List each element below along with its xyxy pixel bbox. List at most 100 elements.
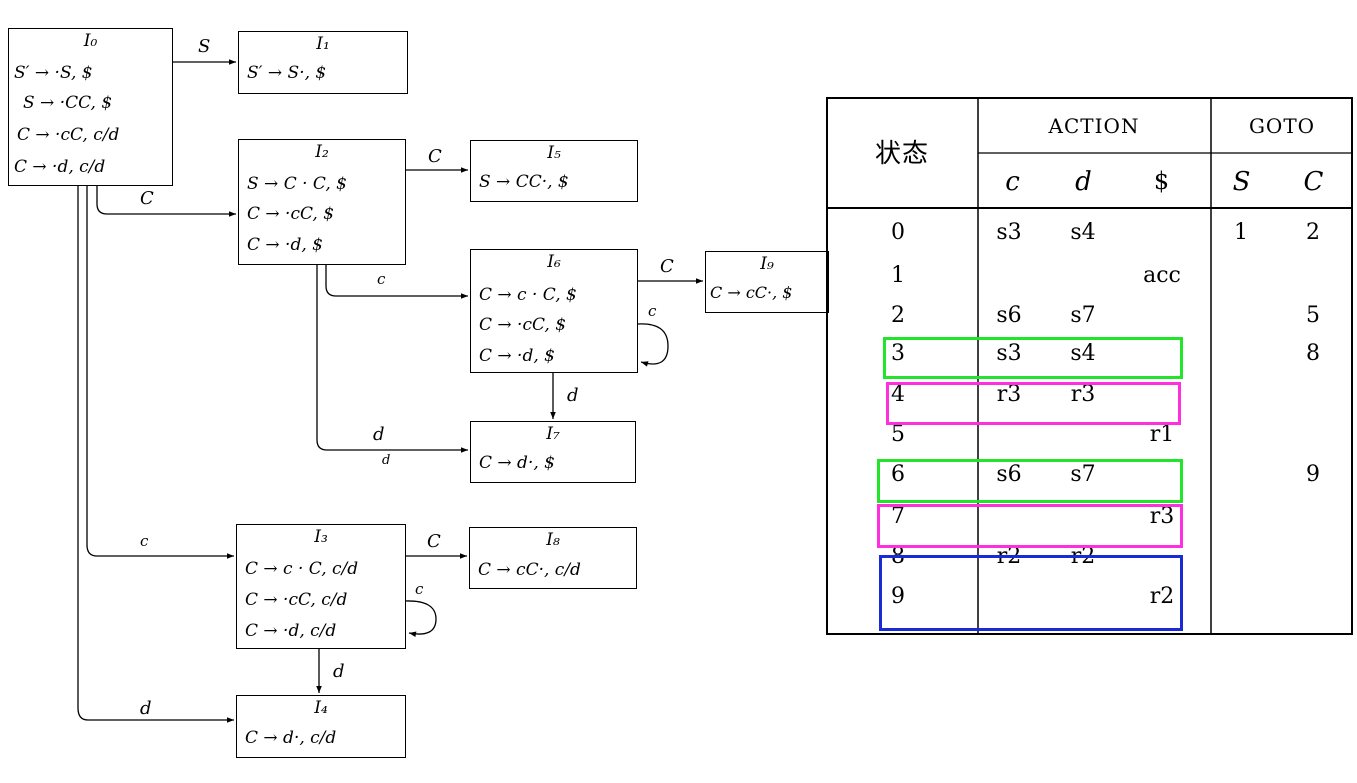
item-line: C → cC·, $ — [710, 283, 793, 302]
state-i9: I₉ C → cC·, $ — [705, 251, 829, 313]
item-line: C → ·d, c/d — [14, 157, 106, 177]
state-i1: I₁ S′ → S·, $ — [238, 31, 408, 94]
highlight-magenta-row7 — [877, 504, 1183, 548]
cell-action-d: s4 — [1070, 341, 1096, 366]
state-i0-title: I₀ — [83, 31, 98, 51]
item-line: C → d·, $ — [479, 453, 555, 473]
cell-action-d: s4 — [1070, 220, 1096, 245]
cell-state: 0 — [891, 220, 905, 245]
cell-state: 7 — [891, 504, 905, 529]
item-line: C → cC·, c/d — [478, 560, 581, 580]
state-i0: I₀ S′ → ·S, $ S → ·CC, $ C → ·cC, c/d C … — [8, 28, 173, 186]
item-line: C → ·cC, c/d — [245, 590, 348, 610]
item-line: C → d·, c/d — [245, 728, 337, 748]
state-i5: I₅ S → CC·, $ — [470, 140, 638, 202]
edge-label-i6-self: c — [648, 302, 657, 320]
item-set-diagram — [77, 59, 703, 723]
item-line: C → ·cC, c/d — [17, 125, 120, 145]
item-line: C → ·d, $ — [479, 346, 555, 366]
cell-action-dollar: acc — [1143, 263, 1181, 288]
item-line: C → ·cC, $ — [247, 204, 335, 224]
edge-i2-i6 — [325, 264, 468, 299]
cell-action-c: s3 — [996, 220, 1022, 245]
item-line: S → C · C, $ — [247, 174, 347, 194]
edge-label-i2-i5: C — [428, 146, 442, 167]
cell-goto-c: 5 — [1306, 303, 1320, 328]
cell-goto-c: 9 — [1306, 462, 1320, 487]
item-line: S′ → ·S, $ — [14, 63, 93, 83]
state-i2: I₂ S → C · C, $ C → ·cC, $ C → ·d, $ — [238, 139, 406, 265]
edge-i2-i7 — [316, 264, 468, 453]
cell-action-c: r3 — [996, 382, 1022, 407]
item-line: S → CC·, $ — [479, 172, 569, 192]
cell-action-c: s6 — [996, 462, 1022, 487]
cell-action-c: s6 — [996, 303, 1022, 328]
cell-action-d: s7 — [1070, 303, 1096, 328]
edge-label-i0-i2: C — [140, 188, 154, 209]
highlight-magenta-row4 — [886, 382, 1181, 425]
edge-label-i6-i9: C — [660, 256, 674, 277]
state-i3-title: I₃ — [314, 527, 328, 547]
state-i4-title: I₄ — [314, 698, 328, 718]
highlight-green-row6 — [877, 459, 1183, 503]
edge-label-i3-i8: C — [427, 531, 441, 552]
highlight-green-row3 — [883, 337, 1183, 379]
state-i2-title: I₂ — [315, 142, 329, 162]
cell-action-c: s3 — [996, 341, 1022, 366]
state-i4: I₄ C → d·, c/d — [236, 695, 406, 758]
edge-label-i3-i4: d — [333, 661, 345, 682]
cell-state: 5 — [891, 422, 905, 447]
cell-action-d: r3 — [1070, 382, 1096, 407]
action-col-c: c — [1005, 167, 1021, 197]
cell-state: 6 — [891, 462, 905, 487]
action-header: ACTION — [1048, 114, 1140, 138]
edge-label-i2-i7: d — [373, 424, 385, 445]
edge-i0-i2 — [96, 185, 236, 217]
parsing-table: 状态 ACTION GOTO c d $ S C 0 s3 s4 1 2 1 acc 2 s6 s… — [826, 97, 1353, 635]
action-col-dollar: $ — [1153, 167, 1171, 195]
item-line: C → ·d, $ — [247, 235, 323, 255]
item-line: S → ·CC, $ — [23, 93, 113, 113]
cell-action-dollar: r1 — [1149, 422, 1175, 447]
cell-goto-s: 1 — [1234, 220, 1248, 245]
state-i1-title: I₁ — [316, 34, 330, 54]
edge-label-i0-i3: c — [140, 532, 149, 550]
cell-goto-c: 2 — [1306, 220, 1320, 245]
item-line: S′ → S·, $ — [247, 63, 327, 83]
edge-label-i6-i7: d — [567, 385, 579, 406]
item-line: C → c · C, c/d — [245, 559, 359, 579]
cell-goto-c: 8 — [1306, 341, 1320, 366]
cell-state: 1 — [891, 263, 905, 288]
action-col-d: d — [1075, 167, 1093, 197]
state-i7-title: I₇ — [546, 424, 560, 444]
goto-col-c: C — [1303, 167, 1325, 197]
goto-col-s: S — [1232, 167, 1252, 197]
cell-action-d: s7 — [1070, 462, 1096, 487]
state-i8: I₈ C → cC·, c/d — [469, 527, 637, 589]
item-line: C → ·d, c/d — [245, 621, 337, 641]
edge-i3-self — [404, 600, 437, 638]
state-i7: I₇ C → d·, $ — [470, 421, 636, 483]
state-i8-title: I₈ — [546, 530, 560, 550]
edge-i6-self — [636, 323, 669, 367]
edge-label-i0-i1: S — [198, 36, 211, 57]
state-i6-title: I₆ — [547, 252, 561, 272]
edge-i0-i3 — [86, 185, 234, 559]
cell-state: 4 — [891, 382, 905, 407]
goto-header: GOTO — [1248, 114, 1316, 138]
cell-state: 2 — [891, 303, 905, 328]
edge-label-i0-i4: d — [140, 698, 152, 719]
edge-label-i2-i7-stray: d — [382, 453, 391, 468]
cell-action-dollar: r3 — [1149, 504, 1175, 529]
edge-label-i3-self: c — [415, 580, 424, 598]
highlight-blue-row8-9 — [879, 555, 1183, 631]
state-column-header: 状态 — [874, 139, 930, 169]
cell-state: 9 — [891, 584, 905, 609]
state-i3: I₃ C → c · C, c/d C → ·cC, c/d C → ·d, c… — [236, 524, 406, 649]
edge-i0-i4 — [77, 185, 234, 723]
cell-action-dollar: r2 — [1149, 584, 1175, 609]
state-i9-title: I₉ — [760, 254, 774, 274]
item-line: C → c · C, $ — [479, 285, 577, 305]
item-line: C → ·cC, $ — [479, 315, 567, 335]
state-i6: I₆ C → c · C, $ C → ·cC, $ C → ·d, $ — [470, 249, 638, 373]
